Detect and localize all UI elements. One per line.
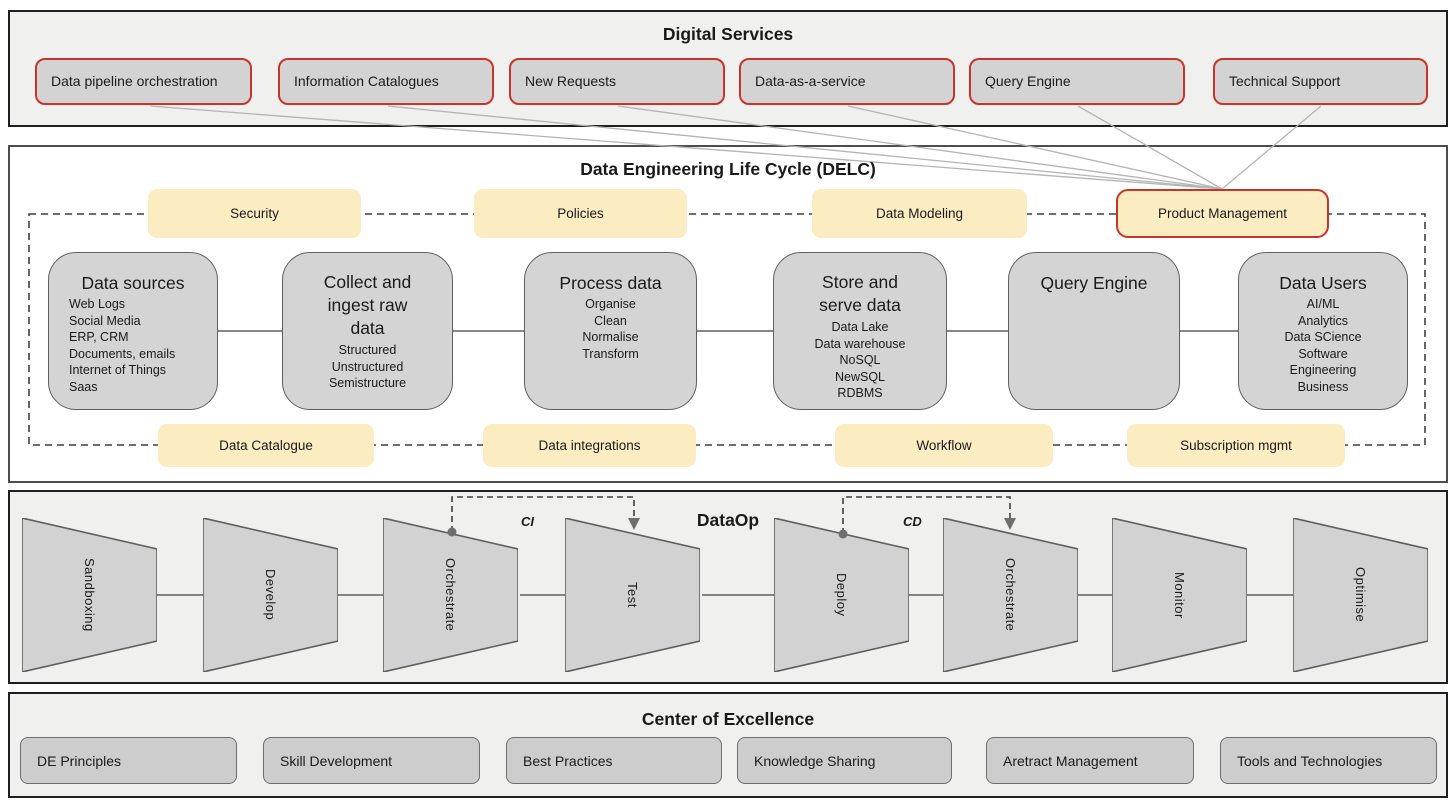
stage-item: Transform (582, 346, 639, 361)
service-box-new-requests: New Requests (509, 58, 725, 105)
trapezoid-test: Test (565, 518, 700, 672)
badge-policies: Policies (474, 189, 687, 238)
dataop-title: DataOp (696, 510, 760, 530)
stage-data-users: Data Users AI/ML Analytics Data SCience … (1238, 252, 1408, 410)
trapezoid-orchestrate-ci: Orchestrate (383, 518, 518, 672)
coe-box-aretract-management: Aretract Management (986, 737, 1194, 784)
service-box-data-as-a-service: Data-as-a-service (739, 58, 955, 105)
stage-item: NewSQL (834, 369, 886, 384)
stage-item: Normalise (582, 330, 639, 344)
stage-store-serve: Store and serve data Data Lake Data ware… (773, 252, 947, 410)
stage-item: Data Lake (831, 320, 889, 334)
stage-item: Internet of Things (69, 363, 167, 377)
coe-box-skill-development: Skill Development (263, 737, 480, 784)
service-box-information-catalogues: Information Catalogues (278, 58, 494, 105)
stage-item: Clean (594, 313, 627, 328)
stage-item: Social Media (69, 313, 141, 328)
stage-item: Software (1298, 346, 1348, 361)
delc-title: Data Engineering Life Cycle (DELC) (580, 159, 876, 179)
stage-query-engine: Query Engine (1008, 252, 1180, 410)
coe-box-tools-and-technologies: Tools and Technologies (1220, 737, 1437, 784)
coe-box-knowledge-sharing: Knowledge Sharing (737, 737, 952, 784)
stage-item: Engineering (1289, 363, 1357, 377)
stage-item: NoSQL (839, 353, 881, 367)
stage-item: Documents, emails (69, 346, 176, 361)
stage-item: ERP, CRM (69, 330, 129, 344)
stage-item: AI/ML (1306, 297, 1340, 311)
stage-item: Business (1297, 379, 1349, 394)
stage-item: Data warehouse (814, 336, 906, 351)
trapezoid-develop: Develop (203, 518, 338, 672)
stage-data-sources: Data sources Web Logs Social Media ERP, … (48, 252, 218, 410)
badge-data-catalogue: Data Catalogue (158, 424, 374, 467)
service-box-technical-support: Technical Support (1213, 58, 1428, 105)
stage-item: Saas (69, 379, 98, 394)
digital-services-title: Digital Services (662, 24, 794, 44)
trapezoid-sandboxing: Sandboxing (22, 518, 157, 672)
trapezoid-deploy: Deploy (774, 518, 909, 672)
stage-process-data: Process data Organise Clean Normalise Tr… (524, 252, 697, 410)
stage-item: Semistructure (328, 376, 407, 390)
coe-section (8, 692, 1448, 798)
badge-data-modeling: Data Modeling (812, 189, 1027, 238)
badge-subscription-mgmt: Subscription mgmt (1127, 424, 1345, 467)
badge-security: Security (148, 189, 361, 238)
cd-label: CD (903, 514, 922, 529)
trapezoid-orchestrate-cd: Orchestrate (943, 518, 1078, 672)
coe-title: Center of Excellence (641, 709, 815, 729)
service-box-query-engine: Query Engine (969, 58, 1185, 105)
badge-workflow: Workflow (835, 424, 1053, 467)
stage-item: Structured (338, 343, 397, 357)
ci-label: CI (521, 514, 534, 529)
badge-product-management: Product Management (1116, 189, 1329, 238)
coe-box-best-practices: Best Practices (506, 737, 722, 784)
coe-box-de-principles: DE Principles (20, 737, 237, 784)
stage-collect-ingest: Collect and ingest raw data Structured U… (282, 252, 453, 410)
service-box-data-pipeline-orchestration: Data pipeline orchestration (35, 58, 252, 105)
stage-item: Unstructured (331, 359, 404, 374)
stage-item: Organise (585, 297, 636, 311)
stage-item: Analytics (1297, 313, 1349, 328)
stage-item: RDBMS (837, 386, 883, 400)
stage-item: Data SCience (1284, 330, 1362, 344)
stage-item: Web Logs (69, 297, 126, 311)
trapezoid-optimise: Optimise (1293, 518, 1428, 672)
badge-data-integrations: Data integrations (483, 424, 696, 467)
trapezoid-monitor: Monitor (1112, 518, 1247, 672)
